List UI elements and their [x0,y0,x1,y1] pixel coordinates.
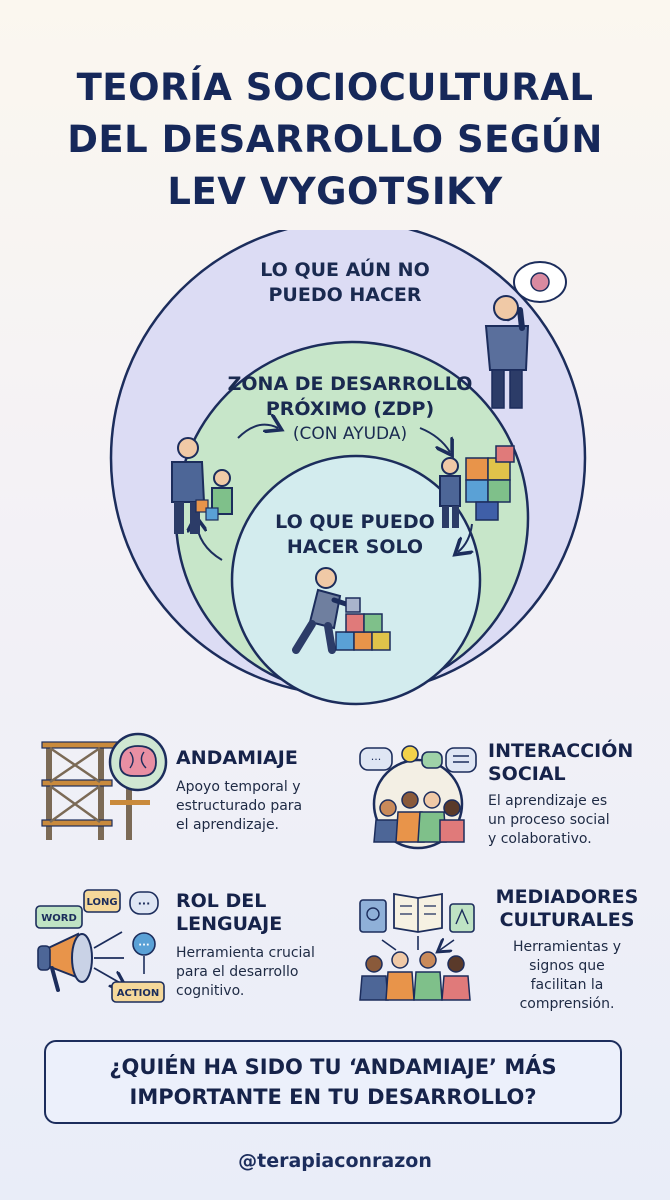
feature-cultural-mediators-body-line-1: Herramientas y [512,939,622,955]
feature-scaffolding-body-line-2: estructurado para [176,798,303,814]
feature-cultural-mediators-title: MEDIADORES CULTURALES [482,886,652,932]
feature-scaffolding-body-line-3: el aprendizaje. [176,817,280,833]
feature-scaffolding-body-line-1: Apoyo temporal y [176,779,301,795]
feature-social-interaction-title: INTERACCIÓN SOCIAL [488,740,658,786]
middle-caption-sub: (CON AYUDA) [292,424,408,444]
title-line-2: DEL DESARROLLO SEGÚN [67,118,603,161]
feature-social-interaction-body-line-1: El aprendizaje es [488,793,608,809]
feature-social-interaction-title-line-2: SOCIAL [488,763,566,785]
svg-text:···: ··· [138,940,149,951]
thinking-person-icon [484,261,567,409]
title-line-1: TEORÍA SOCIOCULTURAL [76,66,594,109]
svg-text:···: ··· [371,753,382,766]
feature-scaffolding-title: ANDAMIAJE [176,747,348,770]
feature-scaffolding-body: Apoyo temporal y estructurado para el ap… [176,778,348,835]
cycle-arrow-right-bottom [458,523,472,552]
inner-circle [230,454,482,706]
person-stacking-blocks-icon [292,567,391,654]
cycle-arrow-top [237,425,278,439]
inner-circle-caption: LO QUE PUEDO HACER SOLO [230,510,480,560]
feature-cultural-mediators-title-line-2: CULTURALES [499,909,635,931]
feature-language-body-line-2: para el desarrollo [176,964,299,980]
feature-language-body-line-1: Herramienta crucial [176,945,315,961]
feature-social-interaction-body-line-2: un proceso social [488,812,610,828]
feature-language: ROL DEL LENGUAJE Herramienta crucial par… [176,890,348,1001]
inner-caption-line-1: LO QUE PUEDO [275,511,435,533]
feature-language-body-line-3: cognitivo. [176,983,245,999]
social-interaction-icon: ··· [359,745,477,850]
feature-cultural-mediators: MEDIADORES CULTURALES Herramientas y sig… [482,886,652,1014]
outer-caption-line-1: LO QUE AÚN NO [260,259,430,281]
feature-language-title: ROL DEL LENGUAJE [176,890,348,936]
middle-caption-line-1: ZONA DE DESARROLLO [227,373,473,395]
question-line-1: ¿QUIÉN HA SIDO TU ‘ANDAMIAJE’ MÁS [109,1055,557,1079]
feature-cultural-mediators-body-line-2: signos que [529,958,605,974]
adult-helping-child-icon [171,437,233,534]
feature-social-interaction-body: El aprendizaje es un proceso social y co… [488,792,658,849]
reflection-question-box: ¿QUIÉN HA SIDO TU ‘ANDAMIAJE’ MÁS IMPORT… [44,1040,622,1124]
zdp-diagram [109,230,587,706]
middle-caption-line-2: PRÓXIMO (ZDP) [265,398,435,420]
outer-ring-caption: LO QUE AÚN NO PUEDO HACER [210,258,480,308]
feature-cultural-mediators-body: Herramientas y signos que facilitan la c… [482,938,652,1014]
outer-caption-line-2: PUEDO HACER [268,284,422,306]
feature-scaffolding: ANDAMIAJE Apoyo temporal y estructurado … [176,747,348,835]
inner-caption-line-2: HACER SOLO [286,536,424,558]
language-icon-long-label: LONG [86,897,117,908]
feature-scaffolding-title-line-1: ANDAMIAJE [176,747,298,769]
cultural-mediators-icon [359,892,475,1001]
scaffolding-brain-icon [41,732,168,840]
social-handle: @terapiaconrazon [238,1150,432,1172]
language-icon-action-label: ACTION [117,988,160,999]
language-icon-word-label: WORD [41,913,77,924]
svg-text:···: ··· [138,897,151,910]
feature-social-interaction-body-line-3: y colaborativo. [488,831,592,847]
feature-language-title-line-2: LENGUAJE [176,913,283,935]
feature-language-title-line-1: ROL DEL [176,890,267,912]
title-line-3: LEV VYGOTSIKY [167,170,503,213]
puzzle-person-icon [439,445,515,528]
cycle-arrow-right-top [419,427,450,452]
feature-cultural-mediators-body-line-4: comprensión. [519,996,615,1012]
page-title: TEORÍA SOCIOCULTURAL DEL DESARROLLO SEGÚ… [20,62,650,218]
middle-ring-caption: ZONA DE DESARROLLO PRÓXIMO (ZDP) (CON AY… [180,372,520,447]
feature-cultural-mediators-title-line-1: MEDIADORES [495,886,639,908]
feature-language-body: Herramienta crucial para el desarrollo c… [176,944,348,1001]
feature-cultural-mediators-body-line-3: facilitan la [530,977,604,993]
feature-social-interaction-title-line-1: INTERACCIÓN [488,740,634,762]
question-line-2: IMPORTANTE EN TU DESARROLLO? [129,1085,537,1109]
megaphone-language-icon: LONG ··· WORD ··· ACTION [35,889,165,1003]
feature-social-interaction: INTERACCIÓN SOCIAL El aprendizaje es un … [488,740,658,849]
